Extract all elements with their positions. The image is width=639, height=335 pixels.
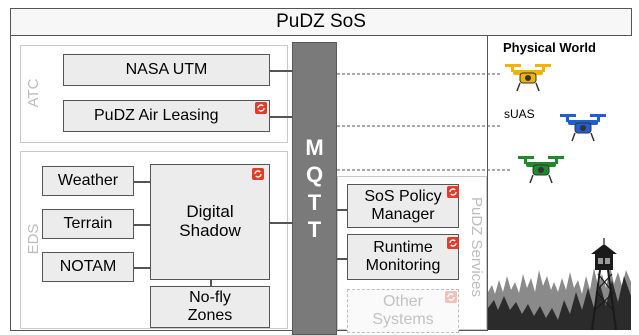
runtime-line2: Monitoring xyxy=(365,257,441,274)
policy-line1: SoS Policy xyxy=(364,188,442,206)
diagram-title: PuDZ SoS xyxy=(276,11,366,32)
link-lines xyxy=(337,73,512,171)
refresh-icon xyxy=(447,237,459,249)
title-bar: PuDZ SoS xyxy=(10,8,632,36)
refresh-icon xyxy=(447,186,459,198)
suas-label: sUAS xyxy=(504,107,535,121)
connector-shadow-mqtt xyxy=(270,222,292,224)
terrain-box: Terrain xyxy=(42,209,134,239)
notam-label: NOTAM xyxy=(59,258,117,276)
digital-shadow-line1: Digital xyxy=(186,202,234,222)
nofly-line2: Zones xyxy=(187,307,233,324)
nofly-zones-box: No-fly Zones xyxy=(150,286,270,328)
nasa-utm-box: NASA UTM xyxy=(63,54,270,86)
weather-box: Weather xyxy=(42,166,134,196)
physical-world-title: Physical World xyxy=(503,40,596,55)
connector-notam xyxy=(134,267,150,269)
other-line1: Other xyxy=(382,293,423,311)
nofly-line1: No-fly xyxy=(189,289,231,307)
terrain-label: Terrain xyxy=(63,215,113,233)
mqtt-letter-t1: T xyxy=(307,189,322,215)
refresh-icon xyxy=(255,102,267,114)
services-label: PuDZ Services xyxy=(468,196,486,298)
mqtt-letter-m: M xyxy=(305,134,324,160)
air-leasing-box: PuDZ Air Leasing xyxy=(63,100,270,132)
drone-green-icon xyxy=(518,156,564,184)
connector-weather xyxy=(134,181,150,183)
runtime-line1: Runtime xyxy=(373,239,433,257)
drone-yellow-icon xyxy=(505,64,551,92)
connector-runtime xyxy=(337,258,347,260)
atc-label: ATC xyxy=(24,78,42,108)
forest-tower-illustration xyxy=(488,238,631,330)
notam-box: NOTAM xyxy=(42,252,134,282)
mqtt-letter-q: Q xyxy=(305,162,324,187)
other-systems-box: Other Systems xyxy=(347,289,459,333)
connector-utm-mqtt xyxy=(270,70,292,72)
air-leasing-label: PuDZ Air Leasing xyxy=(94,107,219,125)
mqtt-letter-t2: T xyxy=(307,217,322,242)
runtime-monitoring-box: Runtime Monitoring xyxy=(347,234,459,280)
policy-line2: Manager xyxy=(371,206,435,223)
connector-nofly xyxy=(210,280,212,286)
digital-shadow-line2: Shadow xyxy=(179,221,241,240)
connector-leasing-mqtt xyxy=(270,116,292,118)
nasa-utm-label: NASA UTM xyxy=(125,61,208,79)
connector-terrain xyxy=(134,224,150,226)
digital-shadow-box: Digital Shadow xyxy=(150,164,270,280)
drone-blue-icon xyxy=(560,114,606,142)
eds-label: EDS xyxy=(24,223,42,255)
policy-manager-box: SoS Policy Manager xyxy=(347,184,459,228)
mqtt-bus: M Q T T xyxy=(292,42,337,335)
connector-policy xyxy=(337,209,347,211)
refresh-icon-faded xyxy=(445,291,457,303)
other-line2: Systems xyxy=(372,311,434,328)
refresh-icon xyxy=(252,168,264,180)
weather-label: Weather xyxy=(57,172,119,190)
